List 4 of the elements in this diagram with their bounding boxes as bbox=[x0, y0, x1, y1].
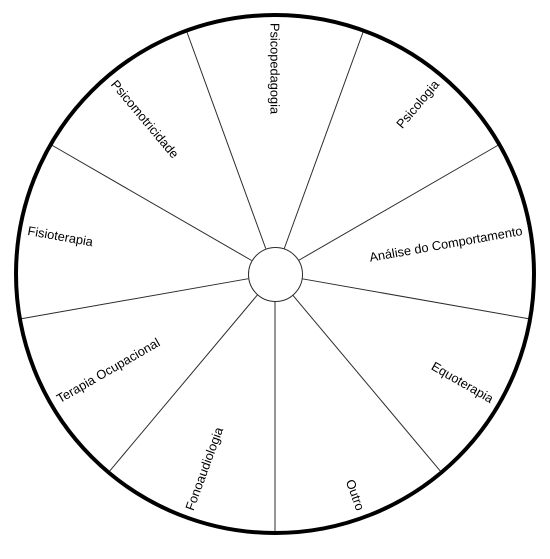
sector-label: Psicopedagogia bbox=[268, 23, 282, 114]
sector-label: Outro bbox=[342, 477, 368, 512]
sector-label: Fisioterapia bbox=[26, 223, 94, 250]
hub-circle bbox=[248, 246, 302, 302]
